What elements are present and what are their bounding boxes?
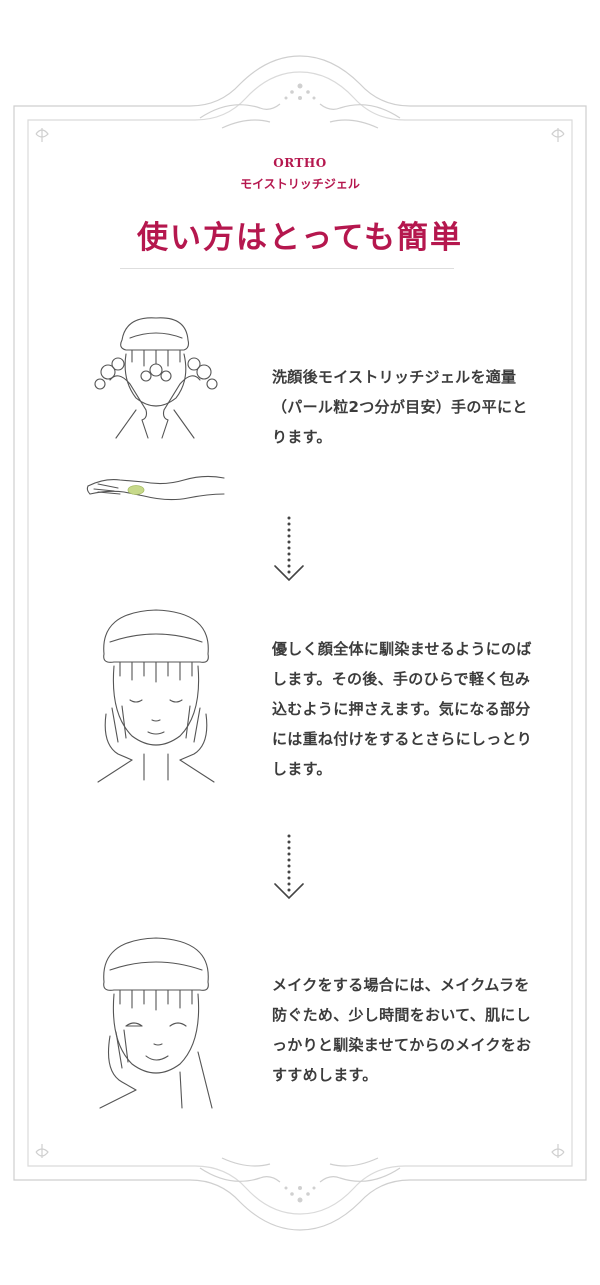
down-arrow-icon (274, 834, 304, 900)
hand-on-cheek-illustration (99, 937, 213, 1109)
brand-name-en: ORTHO (273, 156, 327, 170)
step-1-text: 洗顔後モイストリッチジェルを適量（パール粒2つ分が目安）手の平にとります。 (272, 368, 528, 446)
title-divider (120, 268, 454, 269)
face-washing-illustration (94, 317, 218, 439)
down-arrow-icon (274, 516, 304, 582)
brand-name-ja: モイストリッチジェル (240, 177, 360, 191)
step-2-text: 優しく顔全体に馴染ませるようにのばします。その後、手のひらで軽く包み込むように押… (272, 640, 533, 778)
page-title: 使い方はとっても簡単 (137, 220, 463, 256)
hands-on-cheeks-illustration (97, 609, 215, 783)
palm-with-gel-illustration (86, 475, 225, 501)
step-3-text: メイクをする場合には、メイクムラを防ぐため、少し時間をおいて、肌にしっかりと馴染… (272, 976, 532, 1084)
